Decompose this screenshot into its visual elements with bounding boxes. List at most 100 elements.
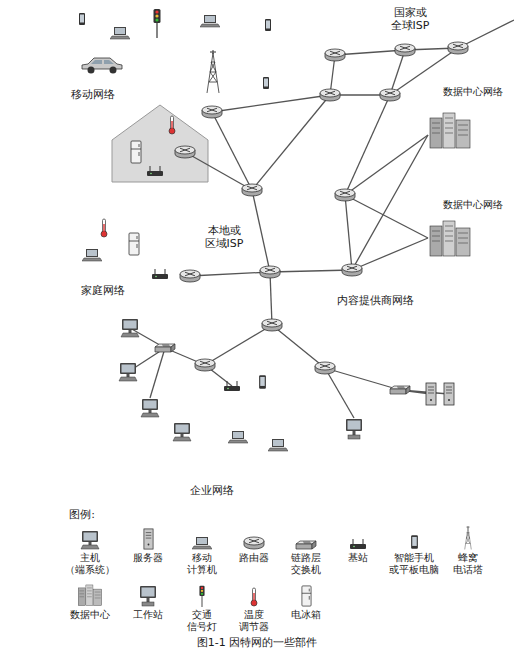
legend-label: 交通 信号灯 xyxy=(173,609,231,633)
legend-symbol xyxy=(143,529,152,549)
network-cloud: 本地或 区域ISP xyxy=(192,148,310,298)
link-line xyxy=(272,325,325,368)
legend-symbol xyxy=(465,526,472,549)
figure-caption: 图1-1 因特网的一些部件 xyxy=(0,636,514,649)
legend-symbol xyxy=(192,537,212,549)
router-icon xyxy=(315,362,335,374)
router-icon xyxy=(175,146,195,158)
server-icon xyxy=(426,383,436,405)
region-outline xyxy=(195,151,308,296)
legend-item: 温度 调节器 xyxy=(225,583,283,633)
base-station-icon xyxy=(152,269,168,279)
datacenter-label: 数据中心网络 xyxy=(440,199,506,211)
router-icon xyxy=(242,184,262,196)
region-shape xyxy=(60,292,510,507)
legend-label: 服务器 xyxy=(119,552,177,564)
text-anchor: 本地或 区域ISP xyxy=(196,224,252,250)
region-shape xyxy=(55,198,225,302)
phone-icon xyxy=(263,77,269,89)
link-line xyxy=(185,152,252,190)
legend-item: 工作站 xyxy=(119,583,177,621)
host-icon xyxy=(119,363,137,381)
legend-icon xyxy=(143,528,154,550)
region-label: 本地或 区域ISP xyxy=(196,224,252,250)
legend-symbol xyxy=(81,531,99,549)
region-outline xyxy=(55,199,225,302)
legend-icon xyxy=(80,530,100,550)
text-anchor: 企业网络 xyxy=(182,484,242,497)
legend-label: 数据中心 xyxy=(61,609,119,621)
network-cloud: 企业网络 xyxy=(60,292,510,507)
router-icon xyxy=(195,359,215,371)
text-anchor: 图例: xyxy=(62,508,102,521)
link-line xyxy=(335,50,405,55)
router-icon xyxy=(260,266,280,278)
legend-label: 链路层 交换机 xyxy=(277,552,335,576)
link-line xyxy=(270,272,272,325)
link-line xyxy=(390,50,405,95)
tablet-icon xyxy=(259,375,266,389)
legend-icon xyxy=(348,538,368,550)
thermostat-icon xyxy=(101,219,107,237)
legend-symbol xyxy=(301,586,310,606)
link-line xyxy=(345,195,352,270)
datacenter-label: 数据中心网络 xyxy=(440,86,506,98)
region-outline xyxy=(61,2,300,120)
text-anchor: 图1-1 因特网的一些部件 xyxy=(0,636,514,649)
region-label: 家庭网络 xyxy=(73,284,133,297)
link-line xyxy=(345,95,390,195)
link-line xyxy=(212,95,330,112)
links xyxy=(128,20,514,418)
legend-symbol xyxy=(244,537,264,549)
network-cloud: 移动网络 xyxy=(55,0,305,122)
legend-item: 基站 xyxy=(329,526,387,564)
thermostat-icon xyxy=(169,116,175,134)
legend-item: 交通 信号灯 xyxy=(173,583,231,633)
link-line xyxy=(352,238,428,270)
icons xyxy=(79,9,470,451)
laptop-icon xyxy=(110,27,130,39)
link-line xyxy=(252,190,270,272)
workstation-icon xyxy=(346,419,362,439)
legend-symbol xyxy=(199,586,204,607)
legend-label: 温度 调节器 xyxy=(225,609,283,633)
legend-icon xyxy=(463,526,473,550)
base-station-icon xyxy=(147,166,163,176)
host-icon xyxy=(141,399,159,417)
switch-icon xyxy=(155,344,175,352)
fridge-icon xyxy=(129,233,139,255)
text-anchor: 数据中心网络 xyxy=(440,86,506,98)
legend-symbol xyxy=(411,535,418,549)
legend-item: 移动 计算机 xyxy=(173,526,231,576)
link-line xyxy=(270,270,352,272)
link-line xyxy=(325,368,354,418)
legend-icon xyxy=(250,587,258,607)
network-cloud: 内容提供商网络 xyxy=(305,112,512,318)
text-anchor: 移动网络 xyxy=(63,88,123,101)
legend-item: 数据中心 xyxy=(61,583,119,621)
phone-icon xyxy=(79,13,85,25)
legend-label: 智能手机 或平板电脑 xyxy=(385,552,443,576)
region-outline xyxy=(310,116,508,315)
text-anchor: 家庭网络 xyxy=(73,284,133,297)
datacenter-icon xyxy=(430,113,470,148)
region-shape xyxy=(55,0,305,122)
legend-item: 蜂窝 电话塔 xyxy=(439,526,497,576)
legend-label: 蜂窝 电话塔 xyxy=(439,552,497,576)
legend-label: 路由器 xyxy=(225,552,283,564)
legend-icon xyxy=(243,536,265,550)
region-outline xyxy=(303,3,494,130)
legend-symbol xyxy=(78,585,102,606)
legend-title: 图例: xyxy=(62,508,102,521)
router-icon xyxy=(342,264,362,276)
laptop-icon xyxy=(268,439,288,451)
host-icon xyxy=(121,319,139,337)
legend-label: 移动 计算机 xyxy=(173,552,231,576)
legend-item: 电冰箱 xyxy=(277,583,335,621)
server-icon xyxy=(444,383,454,405)
legend-symbol xyxy=(350,539,366,549)
region-label: 内容提供商网络 xyxy=(325,294,425,307)
legend-symbol xyxy=(140,586,156,606)
traffic-light-icon xyxy=(154,9,161,38)
legend-symbol xyxy=(296,541,316,549)
